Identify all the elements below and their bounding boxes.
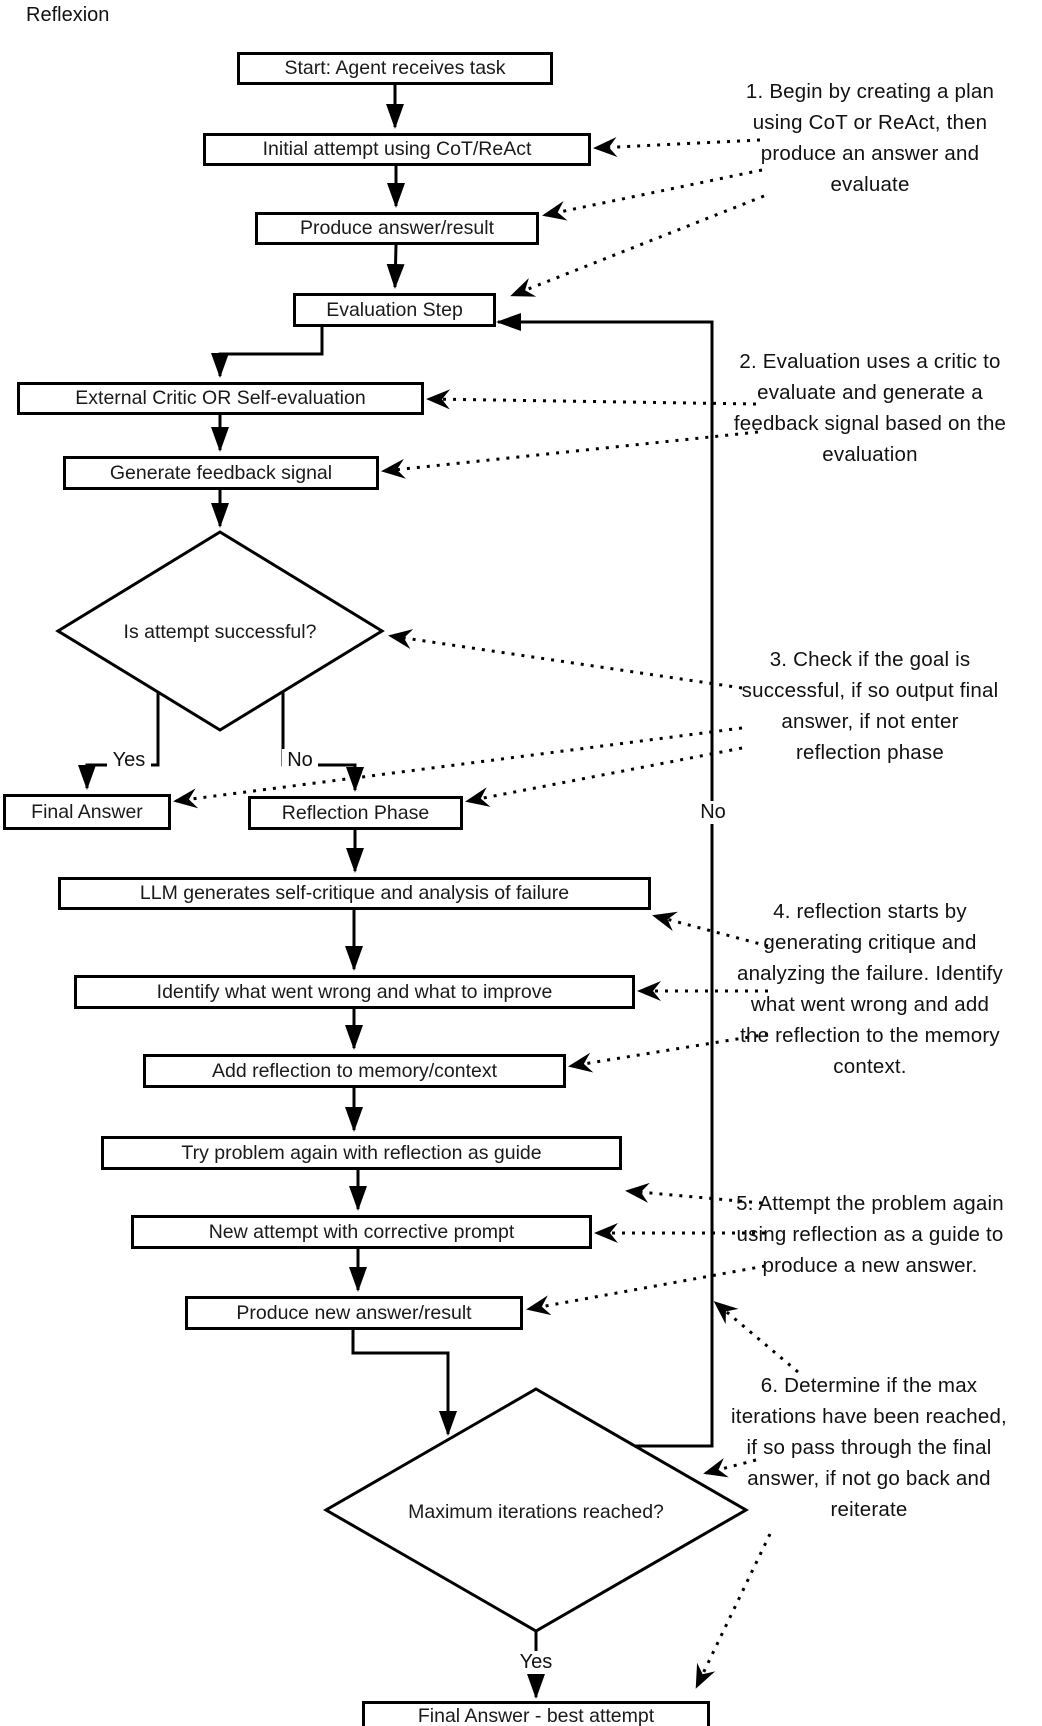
node-start: Start: Agent receives task bbox=[237, 52, 553, 85]
node-try-again: Try problem again with reflection as gui… bbox=[101, 1136, 622, 1170]
pointer-5-tryagain bbox=[625, 1182, 763, 1205]
pointer-1-produce bbox=[542, 168, 763, 221]
edge-producenew-to-maxiter bbox=[351, 1330, 457, 1436]
decision-is-successful-shape bbox=[55, 530, 385, 732]
node-final-answer: Final Answer bbox=[3, 794, 171, 830]
edge-label-yes-bottom: Yes bbox=[511, 1651, 561, 1674]
node-final-answer-best: Final Answer - best attempt bbox=[362, 1701, 710, 1726]
solid-connectors bbox=[78, 84, 714, 1699]
edge-evaluation-to-critic bbox=[211, 327, 324, 378]
node-feedback-signal: Generate feedback signal bbox=[63, 456, 379, 490]
decision-max-iterations-shape bbox=[322, 1387, 750, 1633]
edge-label-yes: Yes bbox=[107, 749, 151, 772]
pointer-3-reflection bbox=[465, 746, 743, 807]
edge-yes-to-final-answer bbox=[78, 692, 160, 790]
node-initial-attempt: Initial attempt using CoT/ReAct bbox=[203, 133, 591, 166]
pointer-3-decision bbox=[388, 629, 743, 690]
pointer-6-final-best bbox=[695, 1533, 772, 1689]
node-produce-new-answer: Produce new answer/result bbox=[185, 1296, 523, 1330]
decision-shapes bbox=[55, 530, 750, 1633]
node-identify-wrong: Identify what went wrong and what to imp… bbox=[74, 975, 635, 1009]
diagram-title: Reflexion bbox=[26, 4, 110, 26]
node-new-attempt: New attempt with corrective prompt bbox=[131, 1215, 592, 1249]
edge-produce-to-evaluation bbox=[386, 244, 405, 289]
edge-label-no-loop: No bbox=[694, 801, 732, 824]
annotation-pointers bbox=[173, 136, 799, 1689]
edge-no-to-reflection bbox=[281, 692, 364, 792]
pointer-3-final-answer bbox=[173, 726, 743, 809]
edge-label-no: No bbox=[282, 749, 318, 772]
node-evaluation-step: Evaluation Step bbox=[293, 293, 496, 327]
pointer-2-critic bbox=[426, 389, 757, 410]
pointer-1-evaluation bbox=[510, 194, 765, 297]
node-produce-answer: Produce answer/result bbox=[255, 212, 539, 245]
pointer-6-loop-line bbox=[713, 1301, 799, 1374]
decision-max-iterations-label: Maximum iterations reached? bbox=[408, 1500, 664, 1523]
pointer-2-feedback bbox=[381, 430, 759, 479]
node-reflection-phase: Reflection Phase bbox=[248, 796, 463, 830]
pointer-1-initial bbox=[593, 136, 761, 157]
node-self-critique: LLM generates self-critique and analysis… bbox=[58, 877, 651, 910]
decision-is-successful-label: Is attempt successful? bbox=[123, 620, 317, 643]
edge-no-loop-to-evaluation bbox=[496, 313, 714, 1448]
node-external-critic: External Critic OR Self-evaluation bbox=[17, 382, 424, 415]
node-add-reflection: Add reflection to memory/context bbox=[143, 1054, 566, 1088]
